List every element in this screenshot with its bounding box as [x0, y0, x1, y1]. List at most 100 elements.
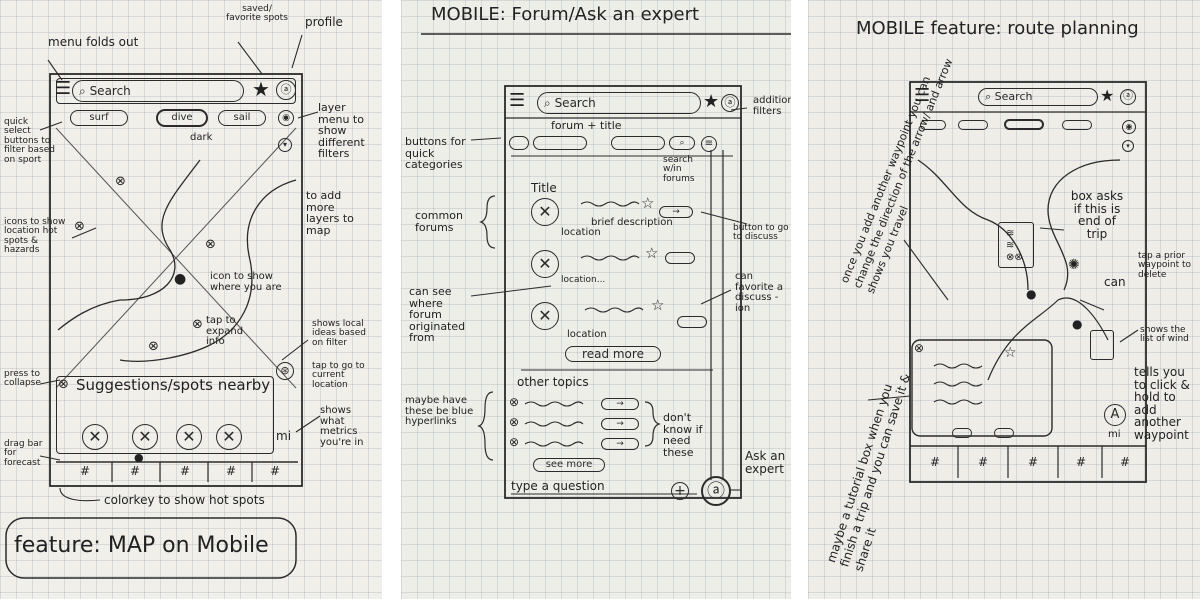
add-layer-icon[interactable]: ▾	[1122, 140, 1134, 152]
hotspot-marker-icon[interactable]: ⊗	[148, 339, 159, 354]
go-to-discussion-button[interactable]	[677, 316, 707, 328]
filter-chip[interactable]	[1062, 120, 1092, 130]
favorite-star-icon[interactable]: ☆	[651, 296, 665, 314]
hotspot-marker-icon[interactable]: ⊗	[74, 219, 85, 234]
forum-thumbnail[interactable]: ✕	[531, 198, 559, 226]
search-placeholder: Search	[554, 96, 596, 110]
favorite-star-icon[interactable]: ☆	[641, 194, 655, 212]
current-location-icon[interactable]: ⊛	[276, 362, 294, 380]
see-more-button[interactable]: see more	[533, 458, 605, 472]
search-input[interactable]: ⌕ Search	[537, 92, 701, 114]
metric-label[interactable]: mi	[1108, 429, 1121, 440]
read-more-button[interactable]: read more	[565, 346, 661, 362]
layer-menu-icon[interactable]: ◉	[278, 110, 294, 126]
category-button[interactable]	[509, 136, 529, 150]
route-sketch-lines	[867, 81, 1147, 483]
suggestion-card[interactable]: ✕	[216, 424, 242, 450]
annotation-box-asks: box asks if this is end of trip	[1070, 189, 1124, 241]
nav-tab-icon[interactable]: #	[978, 455, 989, 469]
annotation-can-see: can see where forum originated from	[409, 285, 466, 345]
annotation-colorkey: colorkey to show hot spots	[104, 493, 265, 507]
trip-box-lines: ≋≋⊗⊗	[1006, 228, 1023, 263]
topic-link-button[interactable]: →	[601, 398, 639, 410]
go-to-discussion-button[interactable]	[665, 252, 695, 264]
layer-menu-icon[interactable]: ◉	[1122, 120, 1136, 134]
waypoint-pin-icon[interactable]: ●	[1072, 317, 1083, 331]
search-placeholder: Search	[89, 84, 131, 98]
metric-label[interactable]: mi	[276, 429, 292, 443]
hamburger-menu-icon[interactable]: ☰	[55, 78, 72, 99]
annotation-buttons: buttons for quick categories	[405, 135, 466, 172]
search-icon: ⌕	[544, 96, 551, 110]
category-button[interactable]	[611, 136, 665, 150]
nav-tab-icon[interactable]: #	[270, 464, 281, 478]
star-icon[interactable]: ★	[703, 91, 720, 112]
forum-thumbnail[interactable]: ✕	[531, 302, 559, 330]
annotation-shows-local: shows local ideas based on filter	[312, 319, 366, 348]
star-icon[interactable]: ★	[252, 77, 270, 101]
search-forums-icon[interactable]: ⌕	[669, 136, 695, 150]
topic-icon: ⊗	[509, 395, 520, 409]
nav-tab-icon[interactable]: #	[226, 464, 237, 478]
go-to-discussion-button[interactable]: →	[659, 206, 693, 218]
hotspot-marker-icon[interactable]: ⊗	[205, 237, 216, 252]
suggestion-card[interactable]: ✕	[132, 424, 158, 450]
add-layer-icon[interactable]: ▾	[278, 138, 292, 152]
hotspot-marker-icon[interactable]: ⊗	[192, 317, 203, 332]
star-icon[interactable]: ★	[1100, 86, 1115, 105]
search-input[interactable]: ⌕ Search	[978, 88, 1098, 106]
suggestion-card[interactable]: ✕	[82, 424, 108, 450]
hamburger-menu-icon[interactable]: ☰	[509, 90, 526, 111]
annotation-can-fav: can favorite a discuss -ion	[735, 271, 783, 314]
profile-icon[interactable]: ⓐ	[721, 94, 739, 112]
other-topics-label: other topics	[517, 375, 589, 389]
question-input[interactable]: type a question	[511, 479, 605, 493]
filter-surf-button[interactable]: surf	[70, 110, 128, 126]
filter-chip[interactable]	[920, 120, 946, 130]
annotation-tells: tells you to click & hold to add another…	[1134, 365, 1190, 442]
drag-bar-handle[interactable]: ●	[134, 451, 144, 464]
current-location-icon[interactable]: A	[1104, 404, 1126, 426]
wind-list-box	[1090, 330, 1114, 360]
annotation-can: can	[1104, 275, 1126, 289]
collapse-icon[interactable]: ⊗	[58, 377, 69, 392]
profile-icon[interactable]: ⓐ	[1120, 89, 1136, 105]
forum-brief: brief description	[591, 217, 673, 228]
nav-tab-icon[interactable]: #	[930, 455, 941, 469]
forum-sketch-panel: MOBILE: Forum/Ask an expert ☰ ⌕ Search ★…	[401, 0, 791, 599]
drawer-card[interactable]	[994, 428, 1014, 438]
filter-menu-icon[interactable]: ≡	[701, 136, 717, 152]
drawer-card[interactable]	[952, 428, 972, 438]
nav-tab-icon[interactable]: #	[1076, 455, 1087, 469]
collapse-icon[interactable]: ⊗	[914, 341, 925, 355]
nav-tab-icon[interactable]: #	[80, 464, 91, 478]
topic-link-button[interactable]: →	[601, 438, 639, 450]
filter-chip[interactable]	[1004, 119, 1044, 130]
location-pin-icon: ●	[174, 271, 187, 287]
annotation-additional-filters: additional filters	[753, 95, 791, 117]
filter-chip[interactable]	[958, 120, 988, 130]
hotspot-marker-icon[interactable]: ⊗	[115, 174, 126, 189]
add-icon[interactable]: +	[671, 482, 689, 500]
nav-tab-icon[interactable]: #	[130, 464, 141, 478]
filter-sail-button[interactable]: sail	[218, 110, 266, 126]
end-of-trip-box[interactable]	[998, 222, 1034, 268]
filter-dive-button[interactable]: dive	[156, 109, 208, 127]
annotation-common: common forums	[415, 209, 463, 234]
category-button[interactable]	[533, 136, 587, 150]
waypoint-pin-icon[interactable]: ●	[1026, 287, 1037, 301]
ask-expert-button[interactable]: ⓐ	[701, 476, 731, 506]
favorite-star-icon[interactable]: ☆	[1004, 345, 1017, 361]
favorite-star-icon[interactable]: ☆	[645, 244, 659, 262]
profile-icon[interactable]: ⓐ	[276, 80, 296, 100]
suggestion-card[interactable]: ✕	[176, 424, 202, 450]
forum-thumbnail[interactable]: ✕	[531, 250, 559, 278]
annotation-icons: icons to show location hot spots & hazar…	[4, 217, 66, 256]
annotation-layer: layer menu to show different filters	[318, 101, 365, 161]
nav-tab-icon[interactable]: #	[1028, 455, 1039, 469]
nav-tab-icon[interactable]: #	[1120, 455, 1131, 469]
hamburger-menu-icon[interactable]: ☰	[914, 85, 931, 106]
search-input[interactable]: ⌕ Search	[72, 80, 244, 102]
nav-tab-icon[interactable]: #	[180, 464, 191, 478]
topic-link-button[interactable]: →	[601, 418, 639, 430]
